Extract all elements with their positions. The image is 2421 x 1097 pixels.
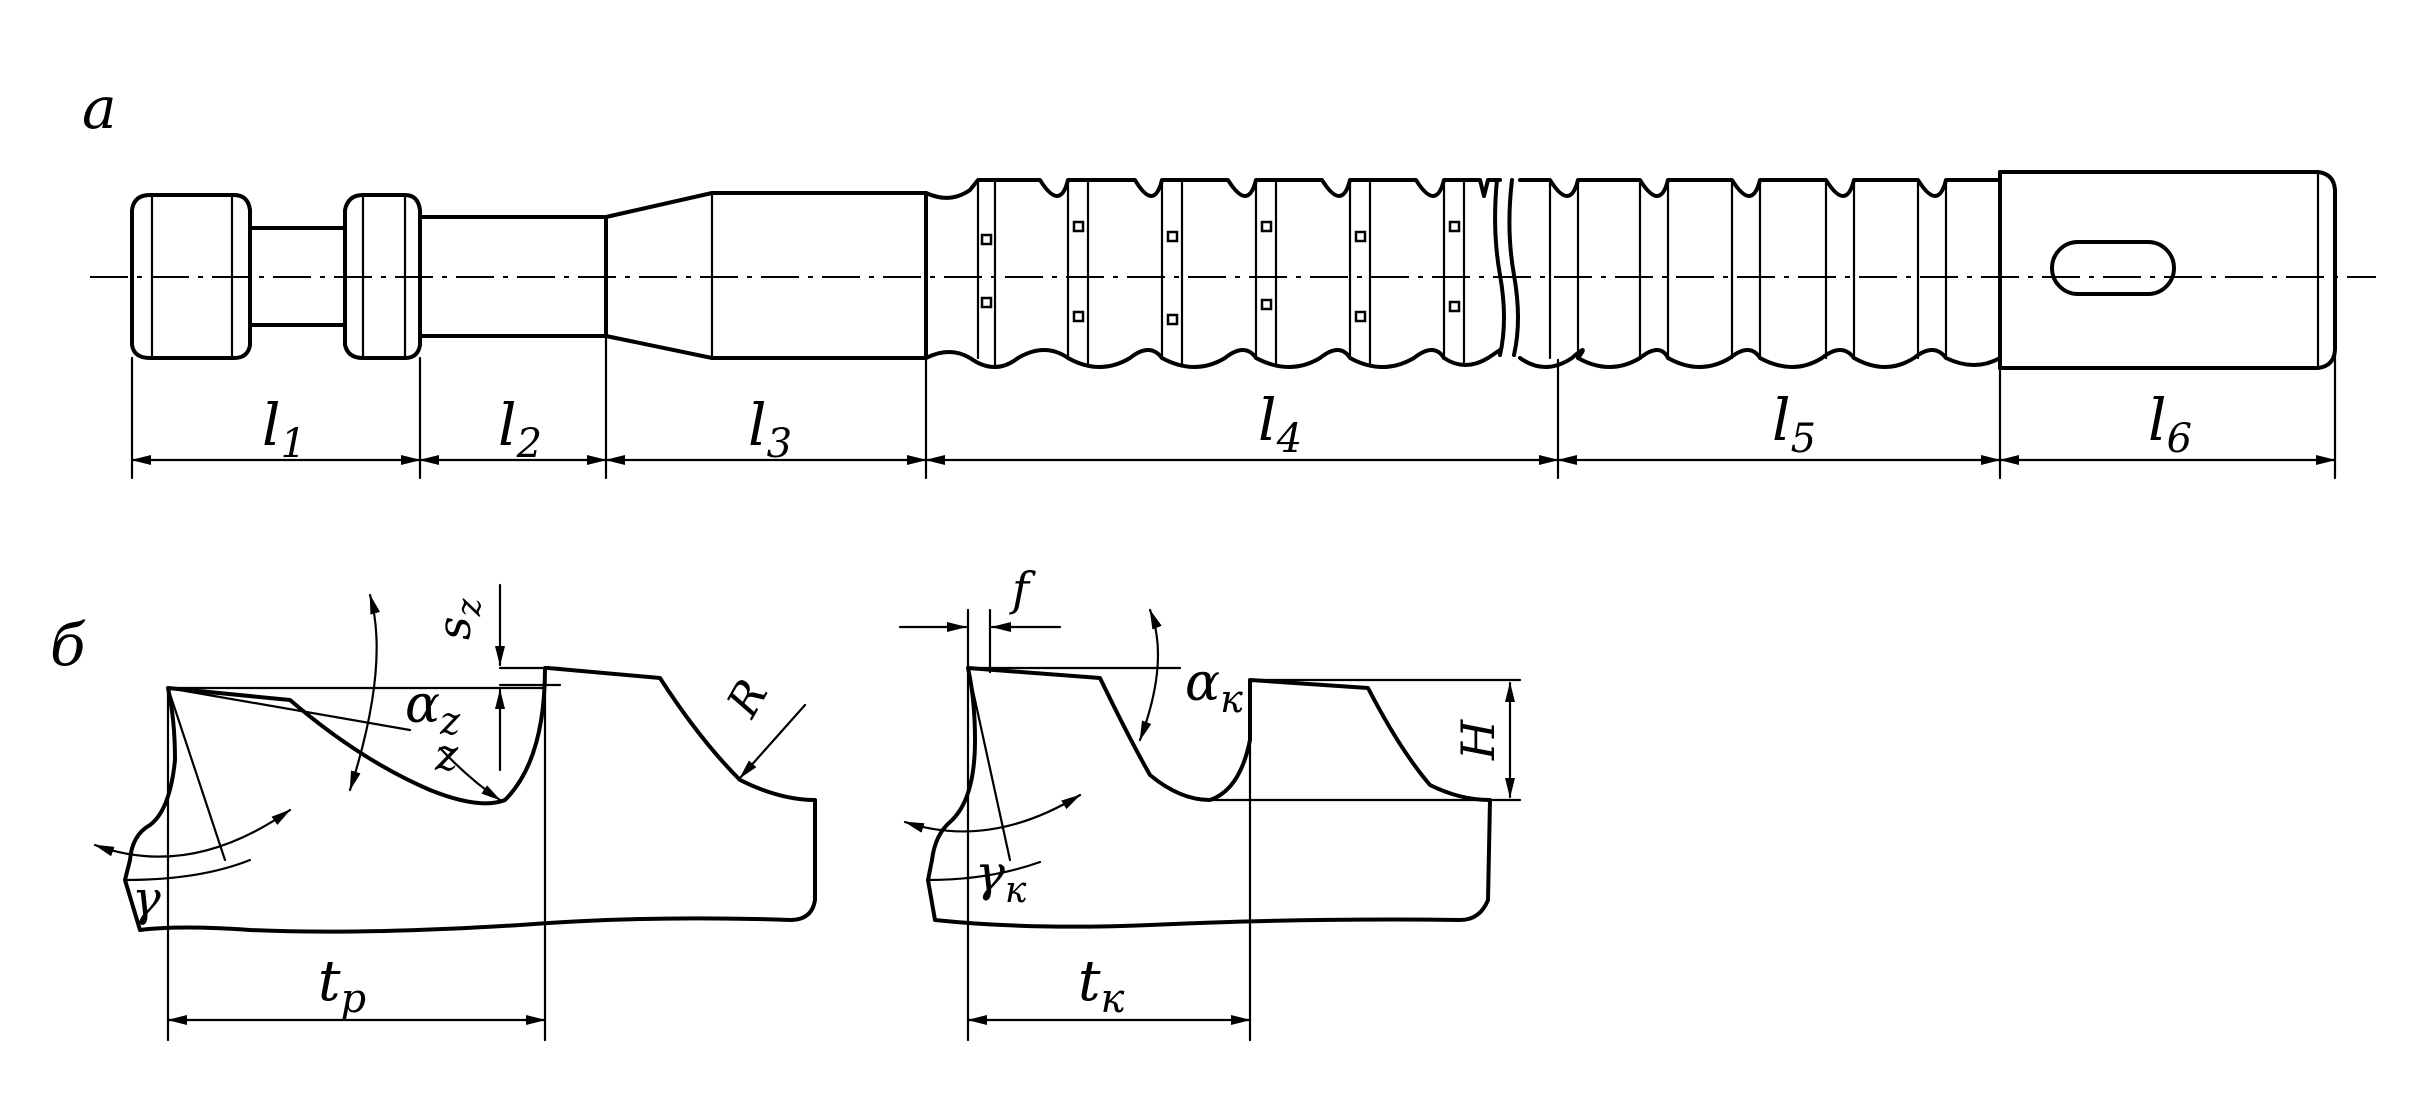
chip-breaker-grooves [980,220,1461,326]
pull-end-collar-1 [130,193,252,360]
dim-label-l2: l2 [498,391,542,467]
roughing-gamma-label: γ [132,871,161,927]
roughing-z-label: z [434,730,459,781]
neck-section [418,215,608,338]
dim-label-l1: l1 [262,391,306,467]
break-line [1493,178,1520,357]
calibrating-tooth-profile: f αк γк H tк [898,562,1522,1042]
roughing-tooth-body [123,666,817,934]
dim-label-l5: l5 [1772,386,1816,462]
dim-label-l3: l3 [748,391,792,467]
cutting-teeth-verticals [976,178,1466,367]
roughing-alpha-label: αz [405,675,461,743]
calibrating-teeth-verticals [1548,178,1948,360]
extension-lines [130,334,2337,480]
calibrating-h-label: H [1451,719,1505,761]
cutting-teeth-section [924,178,1502,369]
roughing-tooth-profile: γ αz z sz R tр [93,583,817,1042]
broach-side-view: l1 l2 l3 l4 l5 l6 [90,170,2376,480]
keyway-slot [2050,240,2176,296]
calibrating-alpha-label: αк [1185,653,1243,721]
calibrating-teeth-section [1518,170,2002,370]
roughing-pitch-label: tр [318,949,366,1022]
calibrating-gamma-label: γк [975,844,1027,911]
pull-end-neck [248,226,347,327]
roughing-sz-label: sz [427,597,489,640]
transition-cone [604,191,928,360]
dim-label-l6: l6 [2148,386,2192,462]
calibrating-pitch-label: tк [1078,949,1125,1022]
part-a-label: а [82,74,117,142]
dim-label-l4: l4 [1258,386,1302,462]
roughing-r-label: R [717,671,778,726]
calibrating-f-label: f [1009,562,1036,616]
part-b-label: б [50,611,86,679]
